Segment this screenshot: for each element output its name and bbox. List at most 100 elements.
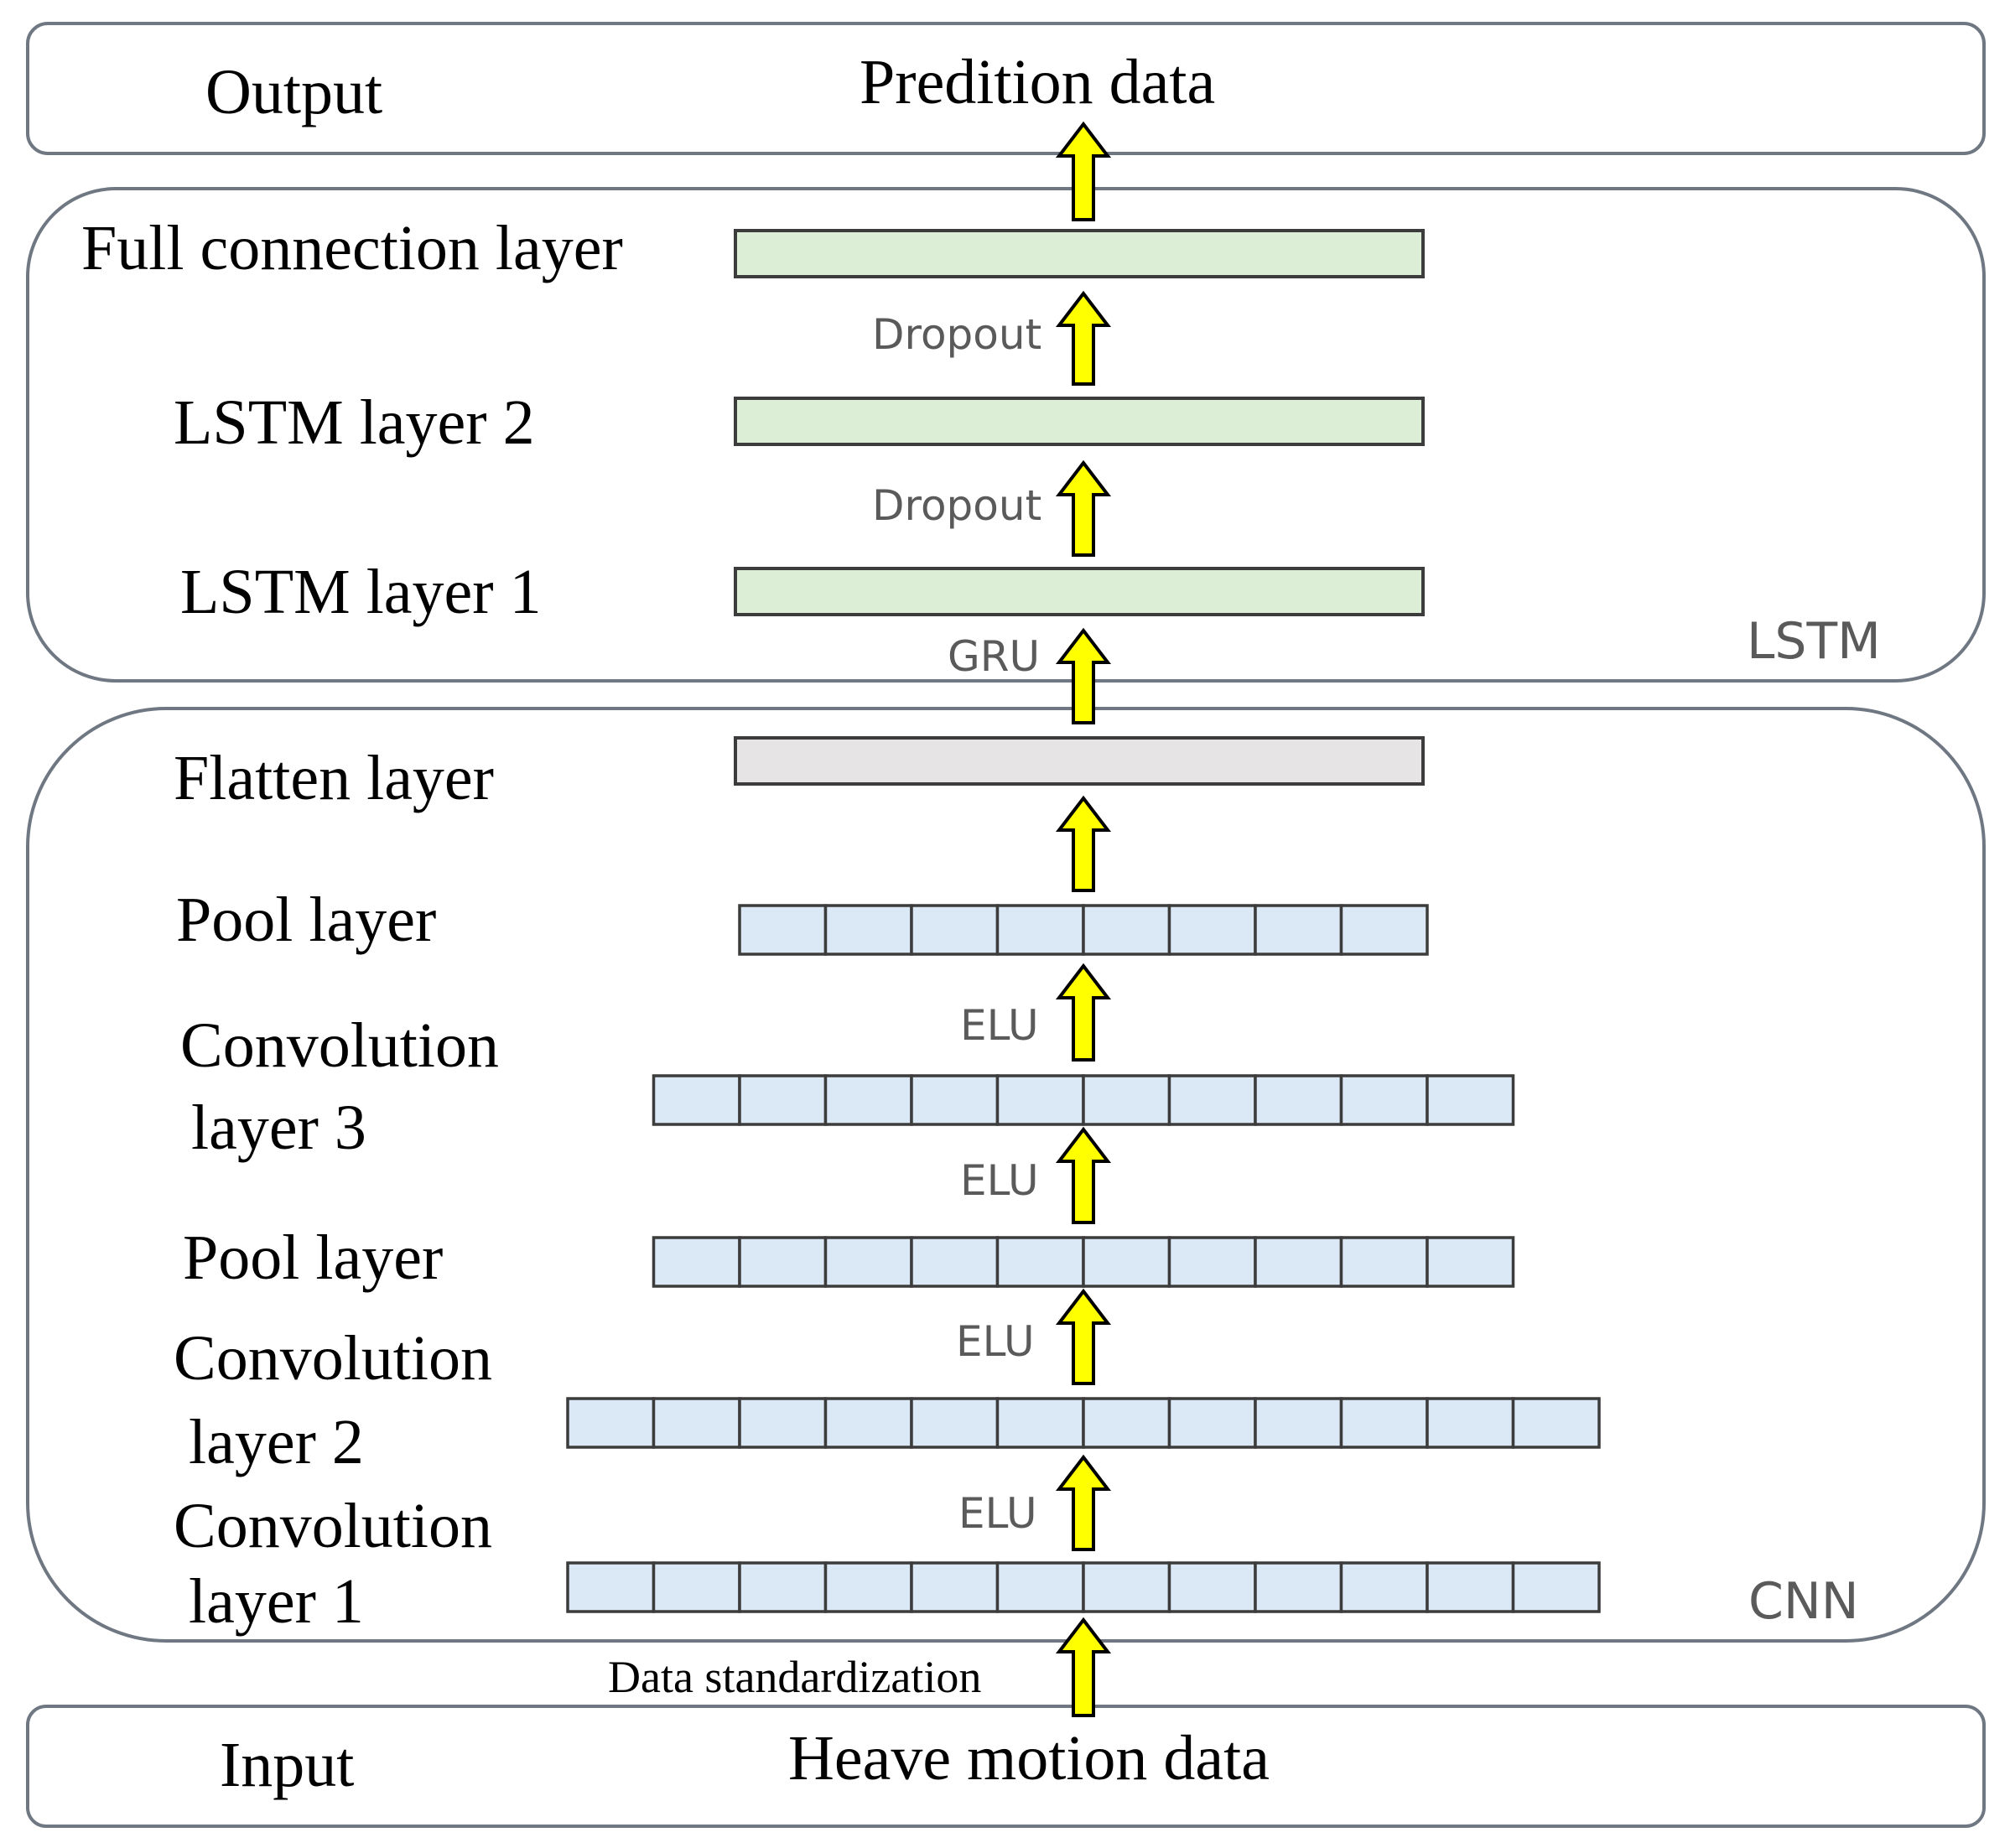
- input-panel: Input Heave motion data: [26, 1705, 1986, 1828]
- conv2-cell: [566, 1397, 656, 1449]
- pool-upper-cell: [1339, 904, 1429, 956]
- up-arrow-icon: [1055, 963, 1112, 1062]
- input-label: Input: [220, 1730, 354, 1800]
- pool-lower-cell: [823, 1236, 913, 1288]
- convolution-layer-2-label-line2: layer 2: [189, 1407, 364, 1477]
- pool-lower-cell: [652, 1236, 741, 1288]
- output-label: Output: [205, 57, 382, 127]
- data-standardization: Data standardization: [595, 1648, 1057, 1706]
- convolution-layer-2-row: [566, 1397, 1601, 1449]
- cnn-panel-tag: CNN: [1748, 1572, 1859, 1631]
- conv2-cell: [738, 1397, 828, 1449]
- pool-layer-lower-row: [652, 1236, 1515, 1288]
- up-arrow-icon: [1055, 1126, 1112, 1224]
- conv3-cell: [823, 1074, 913, 1126]
- full-connection-layer-label: Full connection layer: [81, 213, 623, 283]
- flatten-layer-label: Flatten layer: [174, 743, 494, 813]
- up-arrow-icon: [1055, 121, 1112, 221]
- pool-upper-cell: [738, 904, 828, 956]
- conv3-cell: [1339, 1074, 1429, 1126]
- lstm-layer-1-bar: [734, 567, 1425, 616]
- gru-label: GRU: [948, 632, 1040, 681]
- up-arrow-icon: [1055, 1617, 1112, 1717]
- prediction-data-label: Predition data: [860, 47, 1215, 117]
- convolution-layer-1-row: [566, 1561, 1601, 1613]
- convolution-layer-3-label-line2: layer 3: [191, 1093, 366, 1163]
- conv1-cell: [1167, 1561, 1257, 1613]
- lstm-layer-2-bar: [734, 397, 1425, 446]
- up-arrow-icon: [1055, 1454, 1112, 1551]
- conv1-cell: [566, 1561, 656, 1613]
- pool-lower-cell: [910, 1236, 1000, 1288]
- conv3-cell: [1167, 1074, 1257, 1126]
- pool-lower-cell: [1426, 1236, 1515, 1288]
- conv1-cell: [823, 1561, 913, 1613]
- flow-arrows: [1055, 121, 1112, 1717]
- conv1-cell: [910, 1561, 1000, 1613]
- conv2-cell: [652, 1397, 741, 1449]
- conv3-cell: [1082, 1074, 1171, 1126]
- pool-layer-lower-label: Pool layer: [183, 1222, 443, 1293]
- conv1-cell: [652, 1561, 741, 1613]
- conv1-cell: [1339, 1561, 1429, 1613]
- conv1-cell: [1511, 1561, 1601, 1613]
- up-arrow-icon: [1055, 1288, 1112, 1385]
- lstm-panel-tag: LSTM: [1747, 612, 1881, 671]
- up-arrow-icon: [1055, 795, 1112, 892]
- convolution-layer-1-label-line2: layer 1: [189, 1566, 364, 1637]
- pool-layer-upper-row: [738, 904, 1429, 956]
- convolution-layer-3-label-line1: Convolution: [180, 1010, 499, 1081]
- convolution-layer-2-label-line1: Convolution: [174, 1323, 492, 1394]
- up-arrow-icon: [1055, 627, 1112, 724]
- lstm-panel: Full connection layer Dropout LSTM layer…: [26, 187, 1986, 683]
- conv2-cell: [1339, 1397, 1429, 1449]
- conv1-cell: [738, 1561, 828, 1613]
- pool-layer-upper-label: Pool layer: [176, 885, 436, 955]
- conv2-cell: [1426, 1397, 1515, 1449]
- pool-upper-cell: [1082, 904, 1171, 956]
- conv2-cell: [1254, 1397, 1343, 1449]
- convolution-layer-1-label-line1: Convolution: [174, 1491, 492, 1561]
- conv3-cell: [652, 1074, 741, 1126]
- output-panel-border: [26, 22, 1986, 155]
- elu-label-1: ELU: [960, 1001, 1039, 1050]
- data-standardization-background: [595, 1648, 1057, 1706]
- output-panel: Output Predition data: [26, 22, 1986, 155]
- heave-motion-data-label: Heave motion data: [788, 1723, 1270, 1793]
- conv3-cell: [910, 1074, 1000, 1126]
- lstm-layer-1-label: LSTM layer 1: [180, 557, 542, 627]
- pool-lower-cell: [1339, 1236, 1429, 1288]
- pool-lower-cell: [1167, 1236, 1257, 1288]
- conv1-cell: [995, 1561, 1085, 1613]
- conv2-cell: [910, 1397, 1000, 1449]
- pool-upper-cell: [910, 904, 1000, 956]
- elu-label-2: ELU: [960, 1156, 1039, 1205]
- pool-lower-cell: [738, 1236, 828, 1288]
- pool-lower-cell: [1082, 1236, 1171, 1288]
- pool-upper-cell: [1254, 904, 1343, 956]
- elu-label-3: ELU: [956, 1317, 1035, 1366]
- data-standardization-label: Data standardization: [608, 1652, 981, 1702]
- conv2-cell: [1167, 1397, 1257, 1449]
- conv3-cell: [1426, 1074, 1515, 1126]
- cnn-panel: Flatten layer Pool layer ELU Convolution…: [26, 707, 1986, 1643]
- conv2-cell: [1082, 1397, 1171, 1449]
- up-arrow-icon: [1055, 459, 1112, 557]
- lstm-layer-2-label: LSTM layer 2: [174, 387, 535, 458]
- full-connection-layer-bar: [734, 229, 1425, 278]
- pool-upper-cell: [995, 904, 1085, 956]
- conv2-cell: [823, 1397, 913, 1449]
- pool-lower-cell: [995, 1236, 1085, 1288]
- elu-label-4: ELU: [958, 1489, 1037, 1538]
- dropout-upper-label: Dropout: [872, 310, 1041, 359]
- dropout-lower-label: Dropout: [872, 481, 1041, 530]
- conv3-cell: [995, 1074, 1085, 1126]
- conv2-cell: [995, 1397, 1085, 1449]
- flatten-layer-bar: [734, 736, 1425, 786]
- conv1-cell: [1426, 1561, 1515, 1613]
- input-panel-border: [26, 1705, 1986, 1828]
- convolution-layer-3-row: [652, 1074, 1515, 1126]
- conv1-cell: [1254, 1561, 1343, 1613]
- conv3-cell: [1254, 1074, 1343, 1126]
